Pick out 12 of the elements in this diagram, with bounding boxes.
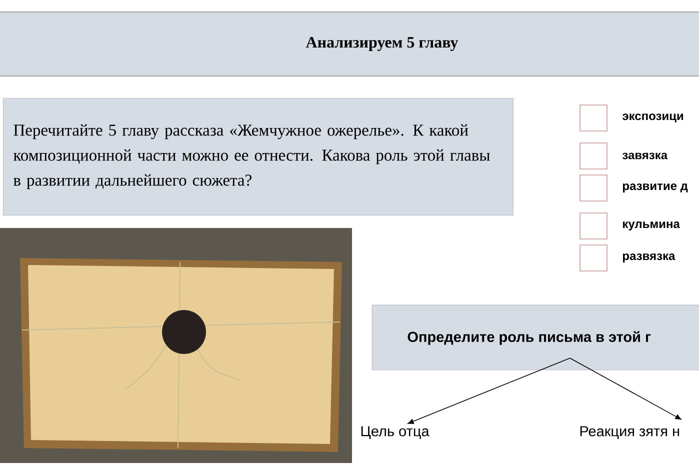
option-label: развязка [622, 254, 676, 262]
arrow [570, 358, 682, 420]
option-label: завязка [622, 152, 668, 160]
option-label: кульмина [623, 222, 680, 230]
option-label: экспозици [622, 114, 684, 122]
answer-label: Реакция зятя н [580, 426, 680, 440]
answer-label: Цель отца [361, 426, 430, 440]
question-box: Перечитайте 5 главу рассказа «Жемчужное ожерелье». К какой композиционной части можно ее отнести. Какова роль этой главы в развитии дальнейшего сюжета? [3, 98, 514, 216]
task-box: Определите роль письма в этой г [372, 304, 699, 370]
option-label: развитие д [622, 184, 688, 192]
arrow [408, 358, 570, 424]
title-band: Анализируем 5 главу [0, 11, 699, 77]
